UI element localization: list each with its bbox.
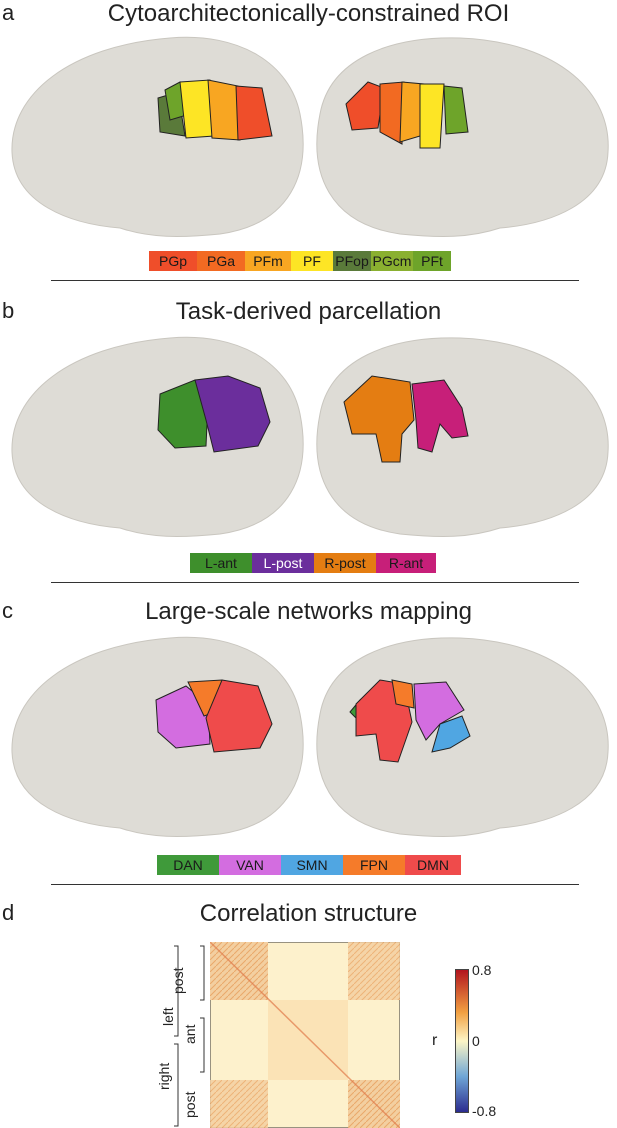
panel-label-a: a: [2, 0, 15, 25]
correlation-matrix: [210, 942, 400, 1128]
right-hemisphere: [316, 337, 609, 537]
panel-title-a: Cytoarchitectonically-constrained ROI: [107, 0, 510, 27]
legend-item: PFt: [413, 251, 451, 271]
matrix-block: [268, 1000, 348, 1080]
colorbar-mid: 0: [472, 1033, 480, 1049]
roi-pfm-left: [207, 79, 241, 141]
panel-label-c: c: [2, 598, 13, 623]
legend-a: PGp PGa PFm PF PFop PGcm PFt: [149, 251, 451, 271]
net-fpn-right: [391, 679, 415, 709]
net-dmn-left: [205, 679, 273, 753]
legend-item: PGa: [197, 251, 245, 271]
colorbar-label: r: [432, 1032, 438, 1049]
roi-pft-right: [443, 85, 469, 135]
legend-item: DAN: [157, 855, 219, 875]
divider: [51, 582, 579, 583]
net-smn-right: [431, 715, 471, 753]
net-van-left: [155, 685, 211, 749]
panel-label-d: d: [2, 900, 15, 925]
legend-item: L-ant: [190, 553, 252, 573]
legend-item: PF: [291, 251, 333, 271]
parcel-r-ant: [411, 379, 469, 453]
legend-b: L-ant L-post R-post R-ant: [190, 553, 436, 573]
parcel-l-post: [194, 375, 271, 453]
legend-item: PFop: [333, 251, 371, 271]
legend-item: DMN: [405, 855, 461, 875]
legend-item: FPN: [343, 855, 405, 875]
legend-item: R-post: [314, 553, 376, 573]
brain-pair-b: [11, 336, 609, 537]
legend-item: PFm: [245, 251, 291, 271]
matrix-block: [348, 942, 400, 1000]
legend-item: VAN: [219, 855, 281, 875]
legend-item: PGcm: [371, 251, 413, 271]
panel-title-d: Correlation structure: [199, 900, 418, 927]
panel-label-b: b: [2, 298, 15, 323]
colorbar: [455, 969, 469, 1113]
brain-pair-c: [11, 636, 609, 837]
matrix-diagonal: [210, 942, 400, 1128]
right-hemisphere: [316, 37, 609, 237]
panel-title-b: Task-derived parcellation: [175, 298, 442, 325]
roi-pga-right: [379, 81, 405, 145]
legend-item: SMN: [281, 855, 343, 875]
roi-pgp-left: [235, 85, 273, 141]
legend-c: DAN VAN SMN FPN DMN: [157, 855, 461, 875]
colorbar-min: -0.8: [472, 1103, 497, 1119]
brain-pair-a: [11, 36, 609, 237]
colorbar-max: 0.8: [472, 962, 492, 978]
roi-pf-right: [419, 83, 445, 149]
parcel-r-post: [343, 375, 415, 463]
legend-item: L-post: [252, 553, 314, 573]
legend-item: PGp: [149, 251, 197, 271]
panel-title-c: Large-scale networks mapping: [145, 598, 472, 625]
matrix-block: [210, 1080, 268, 1128]
legend-item: R-ant: [376, 553, 436, 573]
divider: [51, 280, 579, 281]
divider: [51, 884, 579, 885]
matrix-brackets: [174, 945, 205, 1127]
